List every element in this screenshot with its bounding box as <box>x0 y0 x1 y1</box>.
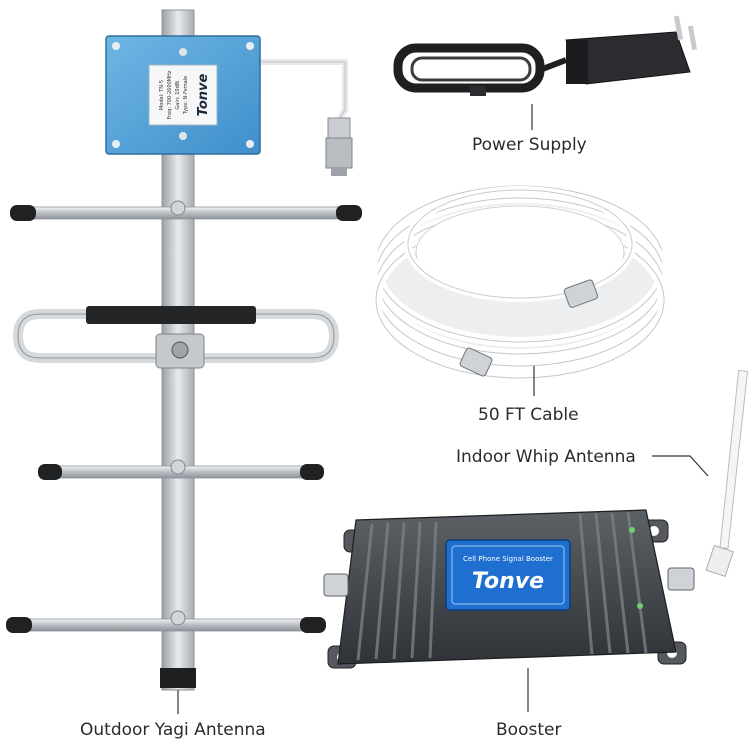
plate-brand-logo: Tonve <box>196 73 211 116</box>
booster-label: Booster <box>496 720 562 740</box>
power-supply-label: Power Supply <box>472 135 587 155</box>
booster-brand-logo: Tonve <box>472 569 544 594</box>
coax-cable-coil <box>371 181 669 396</box>
indoor-whip-antenna <box>652 370 749 578</box>
yagi-antenna-label: Outdoor Yagi Antenna <box>80 720 266 740</box>
yagi-antenna: Model: TN-5 Freq: 700-2600MHz Gain: 10dB… <box>6 9 362 714</box>
plate-line-2: Freq: 700-2600MHz <box>167 70 173 119</box>
cable-label: 50 FT Cable <box>478 405 579 425</box>
booster-caption: Cell Phone Signal Booster <box>463 555 553 563</box>
plate-line-3: Gain: 10dBi <box>175 80 181 109</box>
power-supply <box>393 15 698 130</box>
dipole-insulator <box>86 306 256 324</box>
whip-antenna-label: Indoor Whip Antenna <box>456 447 636 467</box>
plate-line-4: Type: N-Female <box>183 76 189 115</box>
booster-unit: Cell Phone Signal Booster Tonve <box>323 509 695 712</box>
booster-brand-panel <box>445 539 571 611</box>
plate-line-1: Model: TN-5 <box>159 80 165 110</box>
